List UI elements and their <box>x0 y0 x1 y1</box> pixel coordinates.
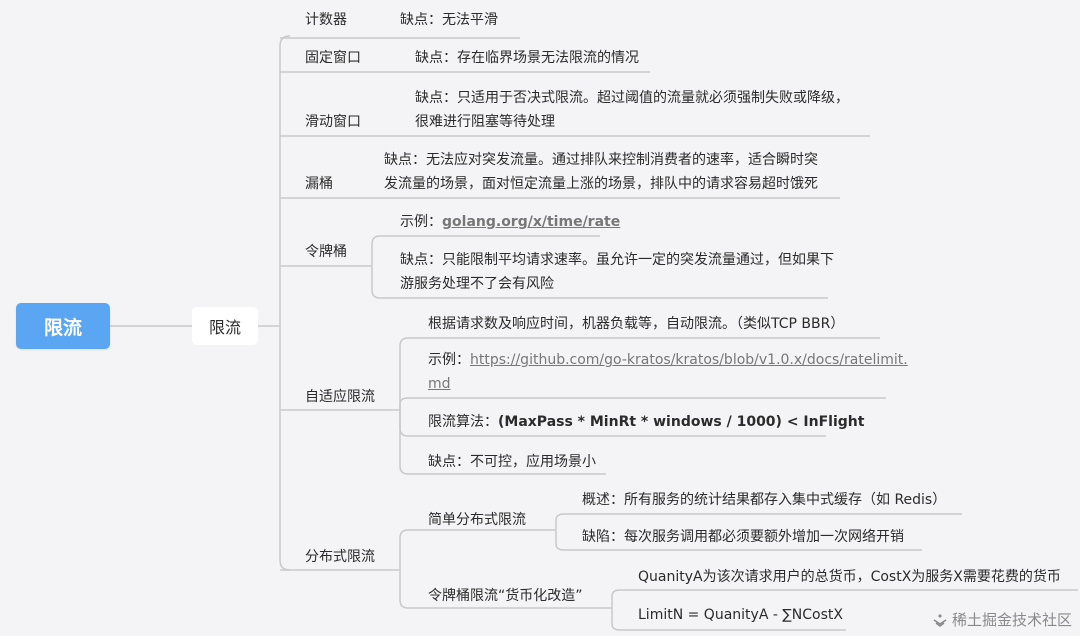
token-bucket-example: 示例：golang.org/x/time/rate <box>400 210 620 234</box>
sliding-window-flaw-line1: 缺点：只适用于否决式限流。超过阈值的流量就必须强制失败或降级， <box>415 90 849 106</box>
token-monetization-line2: LimitN = QuanityA - ∑NCostX <box>638 607 843 623</box>
adaptive-example-link[interactable]: https://github.com/go-kratos/kratos/blob… <box>470 352 908 368</box>
leaky-bucket-label: 漏桶 <box>305 176 333 192</box>
token-bucket-example-prefix: 示例： <box>400 214 442 230</box>
leaky-bucket-flaw-line1: 缺点：无法应对突发流量。通过排队来控制消费者的速率，适合瞬时突 <box>384 152 818 168</box>
token-bucket-flaw-line2: 游服务处理不了会有风险 <box>400 276 554 292</box>
adaptive-example-link-cont: md <box>428 372 451 396</box>
adaptive-label: 自适应限流 <box>305 389 375 405</box>
watermark-text: 稀土掘金技术社区 <box>951 611 1072 629</box>
token-monetization-label: 令牌桶限流“货币化改造” <box>428 588 583 604</box>
adaptive-algo-prefix: 限流算法： <box>428 414 498 430</box>
rate-limit-node: 限流 <box>192 307 258 345</box>
adaptive-flaw: 缺点：不可控，应用场景小 <box>428 454 596 470</box>
leaky-bucket-flaw-line2: 发流量的场景，面对恒定流量上涨的场景，排队中的请求容易超时饿死 <box>384 176 818 192</box>
adaptive-example-prefix: 示例： <box>428 352 470 368</box>
fixed-window-flaw: 缺点：存在临界场景无法限流的情况 <box>415 50 639 66</box>
token-bucket-flaw-line1: 缺点：只能限制平均请求速率。虽允许一定的突发流量通过，但如果下 <box>400 252 834 268</box>
root-node: 限流 <box>16 303 110 349</box>
token-bucket-example-link[interactable]: golang.org/x/time/rate <box>442 214 621 230</box>
counter-label: 计数器 <box>305 12 347 28</box>
adaptive-example-link-line2[interactable]: md <box>428 376 451 392</box>
adaptive-algo: 限流算法：(MaxPass * MinRt * windows / 1000) … <box>428 410 864 434</box>
token-monetization-line1: QuanityA为该次请求用户的总货币，CostX为服务X需要花费的货币 <box>638 569 1061 585</box>
sliding-window-label: 滑动窗口 <box>305 114 361 130</box>
sliding-window-flaw-line2: 很难进行阻塞等待处理 <box>415 114 555 130</box>
juejin-logo-icon <box>933 613 947 627</box>
fixed-window-label: 固定窗口 <box>305 50 361 66</box>
adaptive-desc: 根据请求数及响应时间，机器负载等，自动限流。（类似TCP BBR） <box>428 316 845 332</box>
simple-distributed-label: 简单分布式限流 <box>428 512 526 528</box>
simple-distributed-overview: 概述：所有服务的统计结果都存入集中式缓存（如 Redis） <box>582 492 947 508</box>
adaptive-example: 示例：https://github.com/go-kratos/kratos/b… <box>428 348 908 372</box>
distributed-label: 分布式限流 <box>305 549 375 565</box>
token-bucket-label: 令牌桶 <box>305 244 347 260</box>
watermark: 稀土掘金技术社区 <box>932 609 1072 630</box>
simple-distributed-flaw: 缺陷：每次服务调用都必须要额外增加一次网络开销 <box>582 529 904 545</box>
counter-flaw: 缺点：无法平滑 <box>400 12 498 28</box>
adaptive-algo-formula: (MaxPass * MinRt * windows / 1000) < InF… <box>498 414 865 430</box>
